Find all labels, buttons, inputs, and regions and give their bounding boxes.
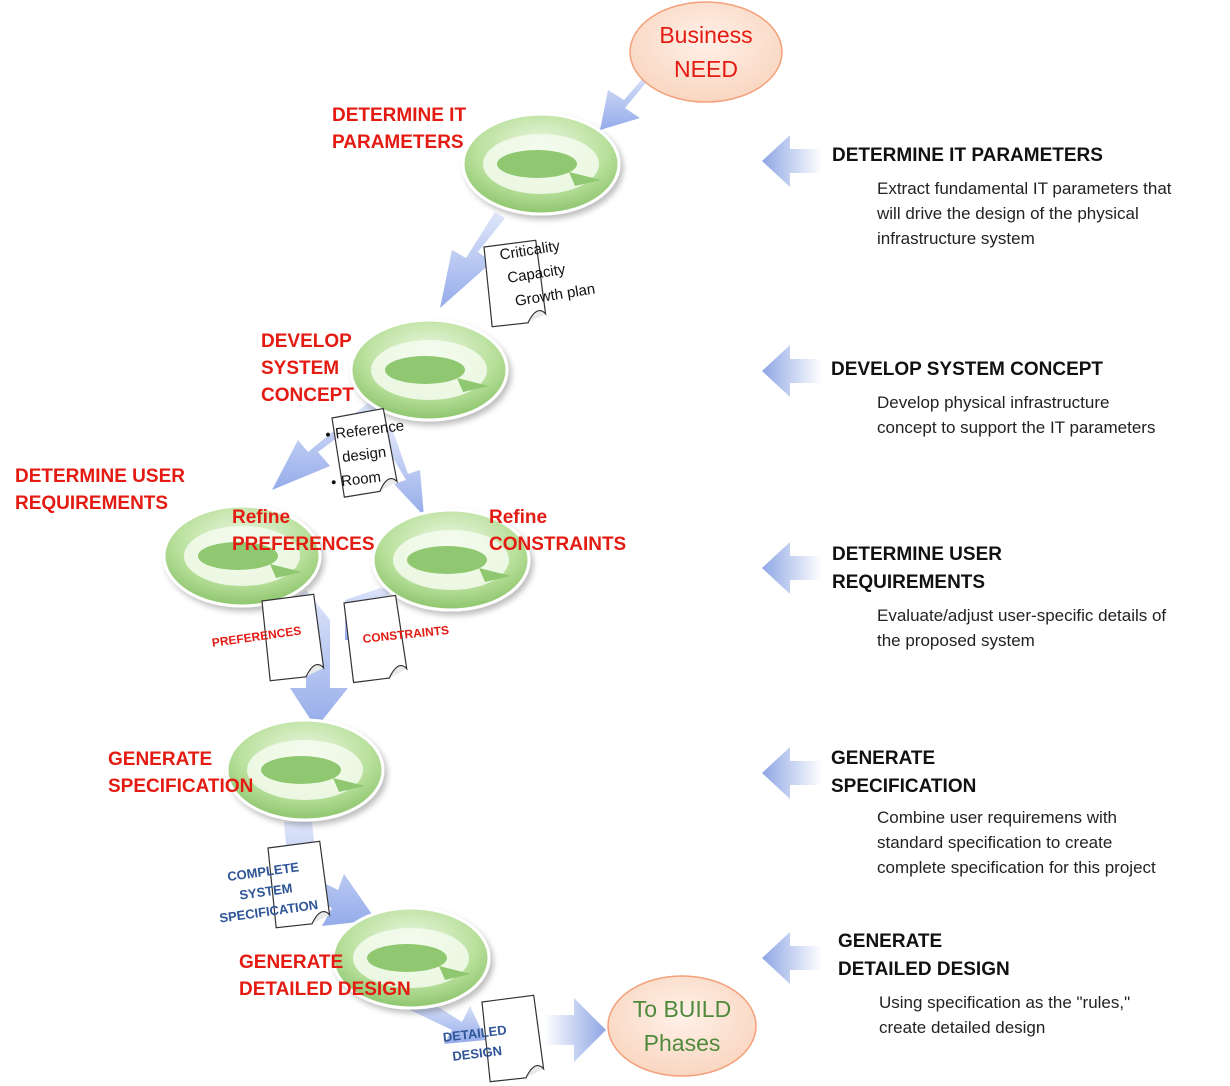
start-terminal-label: Business NEED [659, 22, 753, 82]
step-label-user-req: DETERMINE USER REQUIREMENTS [15, 466, 185, 514]
legend-item-user-req: DETERMINE USER REQUIREMENTS Evaluate/adj… [832, 544, 1167, 650]
arrow-icon [762, 345, 822, 397]
arrow-icon [440, 212, 505, 308]
legend-arrows [762, 135, 822, 984]
legend-item-concept: DEVELOP SYSTEM CONCEPT Develop physical … [831, 359, 1156, 437]
step-label-constraints: Refine CONSTRAINTS [489, 507, 627, 555]
arrow-icon [600, 70, 650, 130]
doc-concept-outputs: •Reference design •Room [324, 417, 406, 492]
step-label-detailed: GENERATE DETAILED DESIGN [239, 952, 411, 1000]
end-terminal-label: To BUILD Phases [632, 996, 732, 1056]
step-label-specification: GENERATE SPECIFICATION [108, 749, 254, 797]
arrow-icon [762, 542, 822, 594]
end-terminal [607, 975, 757, 1077]
step-label-concept: DEVELOP SYSTEM CONCEPT [261, 331, 354, 406]
arrow-icon [762, 747, 822, 799]
step-label-it-params: DETERMINE IT PARAMETERS [332, 105, 467, 153]
legend-item-it-params: DETERMINE IT PARAMETERS Extract fundamen… [832, 145, 1172, 248]
legend-item-detailed: GENERATE DETAILED DESIGN Using specifica… [838, 931, 1131, 1037]
doc-it-outputs: Criticality Capacity Growth plan [498, 237, 597, 310]
cycle-icon [349, 318, 509, 422]
step-label-preferences: Refine PREFERENCES [232, 507, 375, 555]
cycle-icon [461, 112, 621, 216]
start-terminal [629, 1, 783, 103]
arrow-icon [544, 998, 606, 1062]
arrow-icon [762, 135, 822, 187]
arrow-icon [410, 1000, 486, 1044]
arrow-icon [762, 932, 822, 984]
legend-item-specification: GENERATE SPECIFICATION Combine user requ… [831, 748, 1156, 877]
